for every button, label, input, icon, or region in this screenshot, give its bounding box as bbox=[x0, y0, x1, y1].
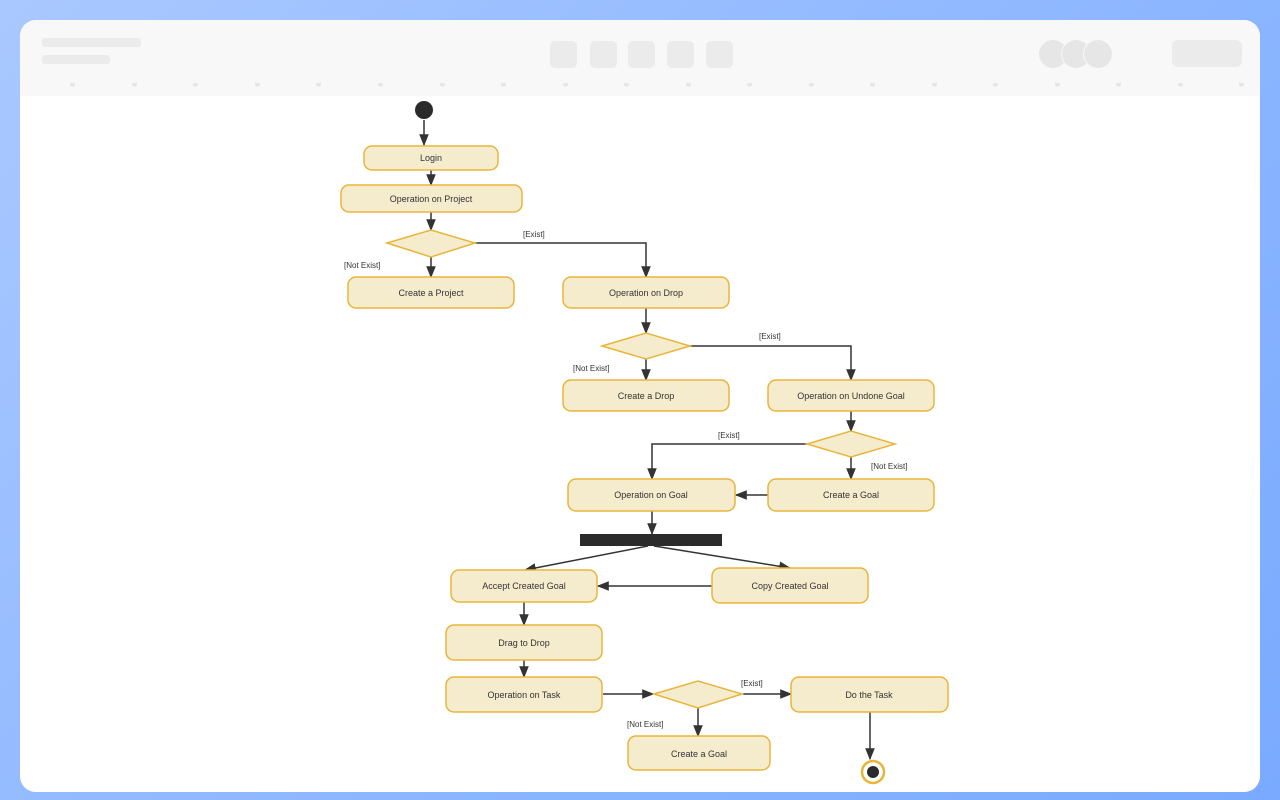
end-node[interactable] bbox=[860, 759, 886, 785]
toolbar-button-3[interactable] bbox=[628, 41, 655, 68]
edges bbox=[419, 120, 875, 761]
decision-project[interactable] bbox=[384, 229, 478, 258]
guard-task-not-exist: [Not Exist] bbox=[627, 720, 663, 729]
node-operation-on-undone-goal[interactable]: Operation on Undone Goal bbox=[767, 379, 935, 412]
guard-goal-not-exist: [Not Exist] bbox=[871, 462, 907, 471]
share-button[interactable] bbox=[1172, 40, 1242, 67]
node-create-project[interactable]: Create a Project bbox=[347, 276, 515, 309]
ruler-tick bbox=[440, 83, 445, 87]
ruler-tick bbox=[870, 83, 875, 87]
node-login[interactable]: Login bbox=[363, 145, 499, 171]
decision-task[interactable] bbox=[651, 680, 745, 709]
ruler-tick bbox=[624, 83, 629, 87]
edge-decision-to-undone-goal bbox=[690, 345, 856, 382]
node-do-the-task[interactable]: Do the Task bbox=[790, 676, 949, 713]
node-drag-to-drop-label: Drag to Drop bbox=[498, 638, 550, 648]
node-create-drop[interactable]: Create a Drop bbox=[562, 379, 730, 412]
document-title-placeholder bbox=[42, 38, 141, 47]
toolbar-button-2[interactable] bbox=[590, 41, 617, 68]
ruler-tick bbox=[316, 83, 321, 87]
document-subtitle-placeholder bbox=[42, 55, 110, 64]
node-operation-on-task[interactable]: Operation on Task bbox=[445, 676, 603, 713]
node-login-label: Login bbox=[420, 153, 442, 163]
guard-project-not-exist: [Not Exist] bbox=[344, 261, 380, 270]
node-create-goal-label: Create a Goal bbox=[823, 490, 879, 500]
guard-project-exist: [Exist] bbox=[523, 230, 545, 239]
app-window bbox=[20, 20, 1260, 792]
ruler-tick bbox=[1116, 83, 1121, 87]
ruler-tick bbox=[193, 83, 198, 87]
decision-goal[interactable] bbox=[804, 430, 898, 458]
edge-decision-to-goal bbox=[647, 443, 807, 481]
ruler-tick bbox=[1178, 83, 1183, 87]
node-operation-on-goal-label: Operation on Goal bbox=[614, 490, 688, 500]
ruler-tick bbox=[255, 83, 260, 87]
toolbar-button-5[interactable] bbox=[706, 41, 733, 68]
node-create-goal[interactable]: Create a Goal bbox=[767, 478, 935, 512]
node-operation-on-task-label: Operation on Task bbox=[488, 690, 561, 700]
guard-drop-exist: [Exist] bbox=[759, 332, 781, 341]
ruler-tick bbox=[70, 83, 75, 87]
ruler-tick bbox=[378, 83, 383, 87]
ruler-tick bbox=[501, 83, 506, 87]
edge-fork-to-copy bbox=[653, 545, 792, 572]
ruler-tick bbox=[747, 83, 752, 87]
ruler-tick bbox=[563, 83, 568, 87]
node-do-the-task-label: Do the Task bbox=[845, 690, 893, 700]
collaborator-avatar-3[interactable] bbox=[1084, 40, 1112, 68]
node-create-goal-2-label: Create a Goal bbox=[671, 749, 727, 759]
node-operation-on-goal[interactable]: Operation on Goal bbox=[567, 478, 736, 512]
fork-bar[interactable] bbox=[580, 534, 722, 546]
node-accept-created-goal[interactable]: Accept Created Goal bbox=[450, 569, 598, 603]
ruler-tick bbox=[993, 83, 998, 87]
ruler-tick bbox=[932, 83, 937, 87]
node-copy-created-goal[interactable]: Copy Created Goal bbox=[711, 567, 869, 604]
ruler-tick bbox=[1055, 83, 1060, 87]
node-operation-on-drop-label: Operation on Drop bbox=[609, 288, 683, 298]
node-accept-created-goal-label: Accept Created Goal bbox=[482, 581, 566, 591]
ruler-tick bbox=[686, 83, 691, 87]
node-drag-to-drop[interactable]: Drag to Drop bbox=[445, 624, 603, 661]
guard-task-exist: [Exist] bbox=[741, 679, 763, 688]
node-create-goal-2[interactable]: Create a Goal bbox=[627, 735, 771, 771]
edge-fork-to-accept bbox=[523, 545, 649, 573]
node-operation-on-undone-goal-label: Operation on Undone Goal bbox=[797, 391, 905, 401]
toolbar-button-4[interactable] bbox=[667, 41, 694, 68]
guard-drop-not-exist: [Not Exist] bbox=[573, 364, 609, 373]
node-copy-created-goal-label: Copy Created Goal bbox=[751, 581, 828, 591]
decision-drop[interactable] bbox=[599, 332, 693, 360]
node-create-drop-label: Create a Drop bbox=[618, 391, 675, 401]
ruler-tick bbox=[1239, 83, 1244, 87]
toolbar-button-1[interactable] bbox=[550, 41, 577, 68]
guard-goal-exist: [Exist] bbox=[718, 431, 740, 440]
ruler-tick bbox=[132, 83, 137, 87]
node-operation-on-drop[interactable]: Operation on Drop bbox=[562, 276, 730, 309]
node-operation-on-project[interactable]: Operation on Project bbox=[340, 184, 523, 213]
edge-decision-to-drop bbox=[475, 242, 651, 279]
node-create-project-label: Create a Project bbox=[398, 288, 464, 298]
ruler-tick bbox=[809, 83, 814, 87]
node-operation-on-project-label: Operation on Project bbox=[390, 194, 473, 204]
diagram-canvas[interactable] bbox=[20, 96, 1260, 792]
start-node[interactable] bbox=[415, 101, 433, 119]
toolbar bbox=[20, 20, 1260, 96]
